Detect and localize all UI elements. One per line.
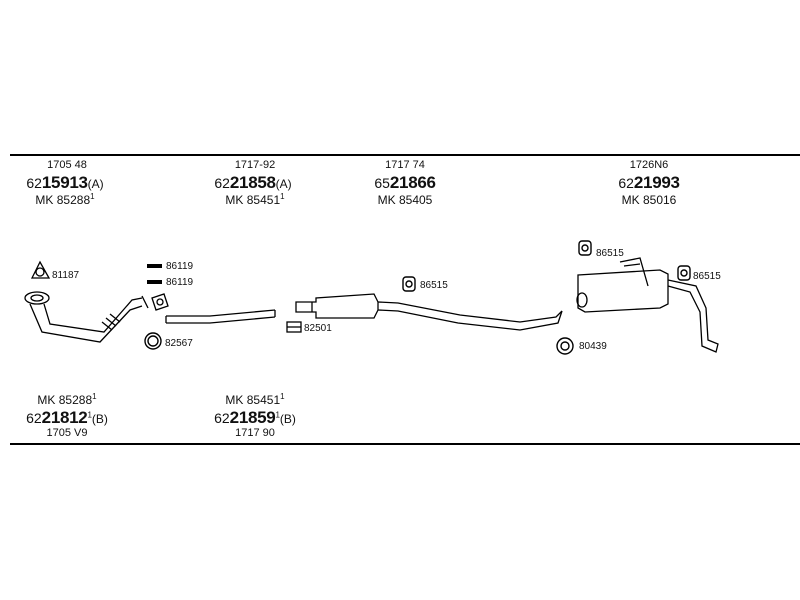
part-prefix: 62 [214, 410, 230, 426]
mk-sup: 1 [90, 192, 95, 201]
part-suffix: (A) [87, 177, 104, 191]
callout-82501: 82501 [304, 323, 332, 334]
mk-label: MK 85451 [225, 193, 281, 207]
top-part-number-4: 6221993 [594, 174, 704, 191]
callout-86119-a: 86119 [166, 261, 194, 272]
mk-label: MK 85288 [35, 193, 91, 207]
part-sup: 1 [275, 410, 280, 420]
part-number: 21859 [229, 408, 276, 427]
top-code-3: 1717 74 [385, 159, 425, 171]
ring-82567-icon [144, 332, 162, 350]
callout-81187: 81187 [52, 270, 80, 281]
mk-label: MK 85405 [377, 193, 433, 207]
mk-label: MK 85016 [621, 193, 677, 207]
callout-82567: 82567 [165, 338, 193, 349]
part-number: 21866 [389, 173, 436, 192]
top-part-number-1: 6215913(A) [10, 174, 120, 191]
part-prefix: 62 [618, 175, 634, 191]
callout-86515-c: 86515 [693, 271, 721, 282]
gasket-81187-icon [30, 260, 51, 279]
mk-label: MK 85451 [225, 393, 281, 407]
bottom-part-number-1: 62218121(B) [10, 409, 124, 426]
part-prefix: 62 [26, 410, 42, 426]
top-code-2: 1717-92 [234, 159, 276, 171]
callout-86119-b: 86119 [166, 277, 194, 288]
part-sup: 1 [87, 410, 92, 420]
bottom-code-1: 1705 V9 [46, 427, 88, 439]
part-prefix: 62 [214, 175, 230, 191]
clamp-82501-icon [286, 321, 302, 333]
part-prefix: 65 [374, 175, 390, 191]
callout-86515-a: 86515 [420, 280, 448, 291]
top-mk-4: MK 85016 [604, 193, 694, 206]
hanger-86515-icon [402, 276, 416, 292]
ring-80439-icon [556, 337, 574, 355]
rear-muffler-part [576, 257, 719, 353]
callout-86515-b: 86515 [596, 248, 624, 259]
top-mk-1: MK 852881 [20, 192, 110, 207]
mk-label: MK 85288 [37, 393, 93, 407]
top-code-1: 1705 48 [47, 159, 87, 171]
center-muffler-part [295, 293, 563, 331]
top-code-4: 1726N6 [629, 159, 669, 171]
top-mk-2: MK 854511 [210, 192, 300, 207]
bottom-mk-1: MK 852881 [22, 392, 112, 407]
bottom-code-2: 1717 90 [235, 427, 275, 439]
part-number: 15913 [41, 173, 88, 192]
front-pipe-part [24, 291, 149, 343]
callout-80439: 80439 [579, 341, 607, 352]
gasket-icon [151, 293, 169, 311]
part-suffix: (B) [279, 412, 296, 426]
bottom-part-number-2: 62218591(B) [198, 409, 312, 426]
part-number: 21993 [633, 173, 680, 192]
mk-sup: 1 [280, 192, 285, 201]
clamp-86119-icon [147, 264, 162, 284]
part-suffix: (A) [275, 177, 292, 191]
part-suffix: (B) [91, 412, 108, 426]
part-prefix: 62 [26, 175, 42, 191]
top-mk-3: MK 85405 [360, 193, 450, 206]
top-part-number-2: 6221858(A) [198, 174, 308, 191]
top-part-number-3: 6521866 [350, 174, 460, 191]
mk-sup: 1 [92, 392, 97, 401]
part-number: 21812 [41, 408, 88, 427]
intermediate-pipe-part [165, 309, 276, 324]
bottom-mk-2: MK 854511 [210, 392, 300, 407]
mk-sup: 1 [280, 392, 285, 401]
hanger-86515-rear-icon [578, 240, 592, 256]
part-number: 21858 [229, 173, 276, 192]
hanger-86515-right-icon [677, 265, 691, 281]
